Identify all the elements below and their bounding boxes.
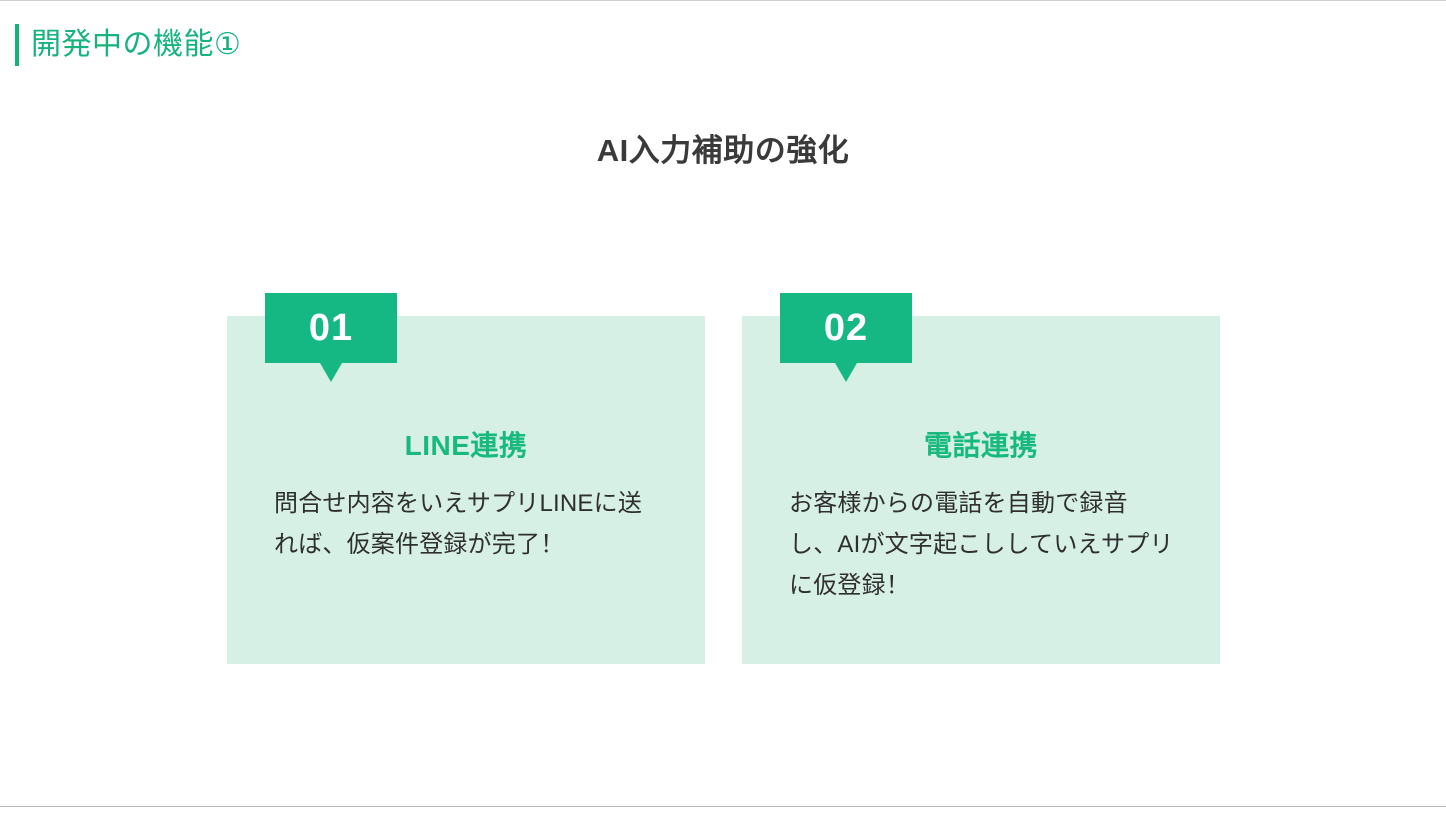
feature-card-02: 02 電話連携 お客様からの電話を自動で録音し、AIが文字起こししていえサプリに… — [742, 293, 1220, 664]
slide-header: 開発中の機能① — [15, 24, 241, 66]
card-body-text: お客様からの電話を自動で録音し、AIが文字起こししていえサプリに仮登録！ — [789, 490, 1174, 599]
header-title: 開発中の機能① — [31, 28, 242, 61]
slide-top-divider — [0, 0, 1446, 1]
card-heading: LINE連携 — [404, 430, 528, 461]
slide-bottom-divider — [0, 806, 1446, 807]
card-number-label: 02 — [823, 307, 869, 349]
card-number-badge: 02 — [780, 293, 912, 382]
badge-pointer-triangle — [835, 363, 857, 382]
card-body-text: 問合せ内容をいえサプリLINEに送れば、仮案件登録が完了！ — [274, 490, 643, 558]
card-number-badge: 01 — [265, 293, 397, 382]
page-title: AI入力補助の強化 — [596, 133, 850, 168]
feature-card-01: 01 LINE連携 問合せ内容をいえサプリLINEに送れば、仮案件登録が完了！ — [227, 293, 705, 664]
badge-pointer-triangle — [320, 363, 342, 382]
card-number-label: 01 — [308, 307, 354, 349]
feature-card-group: 01 LINE連携 問合せ内容をいえサプリLINEに送れば、仮案件登録が完了！ … — [227, 293, 1220, 673]
header-accent-bar — [15, 24, 19, 66]
card-heading: 電話連携 — [923, 430, 1038, 461]
